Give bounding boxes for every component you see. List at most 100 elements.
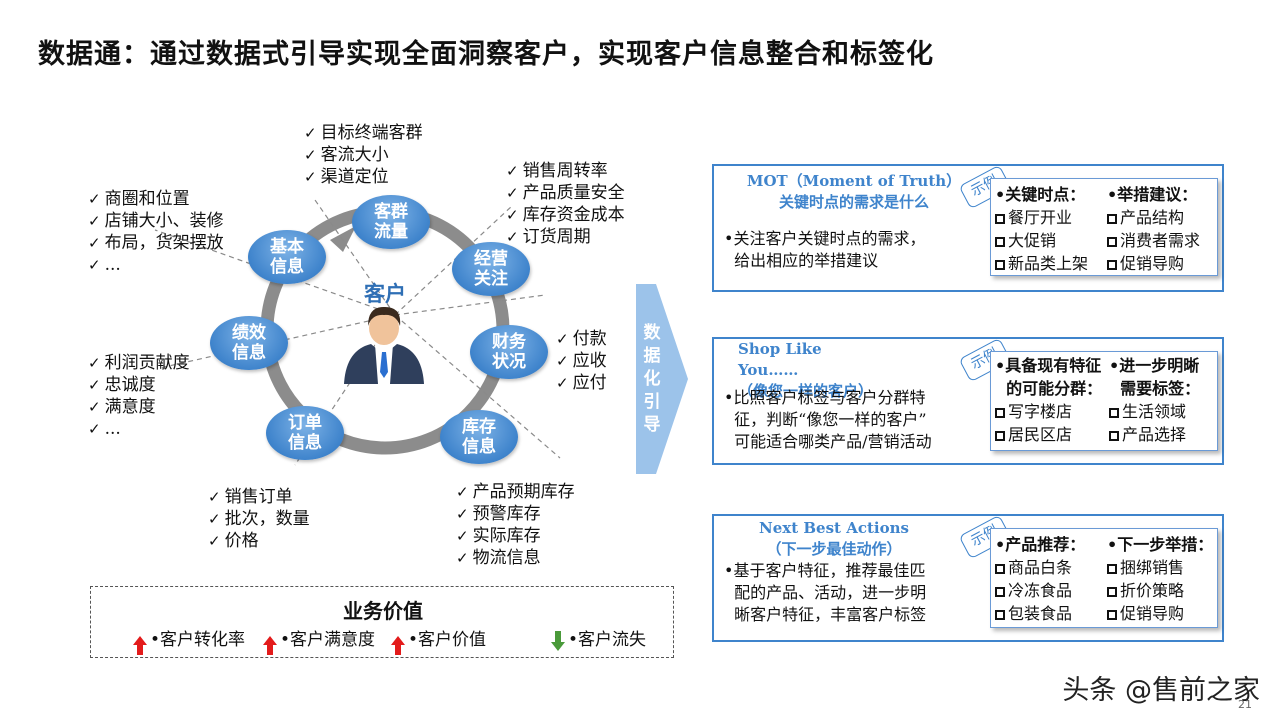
list-item: ...	[88, 254, 224, 276]
list-item: 库存资金成本	[506, 204, 625, 226]
note-item: 生活领域	[1109, 400, 1200, 423]
checkbox-icon	[1107, 260, 1117, 270]
checkbox-icon	[995, 214, 1005, 224]
list-item: 渠道定位	[304, 166, 423, 188]
spoke-line	[394, 294, 546, 316]
guide-arrow	[636, 284, 688, 474]
list-item: 实际库存	[456, 525, 575, 547]
arrow-down-icon	[551, 630, 565, 651]
checkbox-icon	[995, 610, 1005, 620]
list-item: 销售周转率	[506, 160, 625, 182]
list-item: 应收	[556, 350, 607, 372]
node-operation-focus: 经营关注	[452, 242, 530, 296]
note-heading: •产品推荐：	[995, 535, 1086, 554]
node-basic-info: 基本信息	[248, 230, 326, 284]
card-next-best-actions: Next Best Actions （下一步最佳动作） 示例 •基于客户特征，推…	[712, 514, 1224, 642]
note-item: 捆绑销售	[1107, 556, 1213, 579]
page-title: 数据通：通过数据式引导实现全面洞察客户，实现客户信息整合和标签化	[38, 39, 934, 70]
card-description: •关注客户关键时点的需求， 给出相应的举措建议	[724, 229, 926, 270]
list-item: 价格	[208, 530, 310, 552]
card-description: •基于客户特征，推荐最佳匹 配的产品、活动，进一步明 晰客户特征，丰富客户标签	[724, 561, 927, 624]
checkbox-icon	[995, 564, 1005, 574]
list-item: 商圈和位置	[88, 188, 224, 210]
note-heading: •关键时点：	[995, 185, 1086, 204]
list-item: 满意度	[88, 396, 190, 418]
checkbox-icon	[1107, 610, 1117, 620]
ring-arrow-icon	[330, 226, 356, 252]
note-heading: •下一步举措：	[1107, 535, 1214, 554]
list-item: 物流信息	[456, 547, 575, 569]
checkbox-icon	[995, 408, 1005, 418]
note-item: 新品类上架	[995, 252, 1088, 275]
card-title: Next Best Actions （下一步最佳动作）	[759, 519, 909, 558]
list-item: 产品质量安全	[506, 182, 625, 204]
value-item-conversion: •客户转化率	[133, 625, 245, 655]
note-item: 冷冻食品	[995, 579, 1085, 602]
note-heading: •举措建议：	[1107, 185, 1198, 204]
list-item: 应付	[556, 372, 607, 394]
watermark: 头条 @售前之家	[1062, 675, 1260, 706]
checkbox-icon	[1107, 587, 1117, 597]
note-item: 大促销	[995, 229, 1088, 252]
list-performance-info: 利润贡献度 忠诚度 满意度 ...	[88, 352, 190, 440]
note-item: 居民区店	[995, 423, 1102, 446]
checkbox-icon	[995, 237, 1005, 247]
note-heading: •具备现有特征 的可能分群：	[995, 356, 1103, 398]
list-item: 付款	[556, 328, 607, 350]
note-item: 促销导购	[1107, 252, 1200, 275]
checkbox-icon	[1109, 408, 1119, 418]
list-operation-focus: 销售周转率 产品质量安全 库存资金成本 订货周期	[506, 160, 625, 248]
note-item: 包装食品	[995, 602, 1085, 625]
list-item: 目标终端客群	[304, 122, 423, 144]
checkbox-icon	[995, 587, 1005, 597]
list-item: 布局，货架摆放	[88, 232, 224, 254]
note-item: 写字楼店	[995, 400, 1102, 423]
note-panel: •产品推荐： 商品白条 冷冻食品 包装食品 •下一步举措： 捆绑销售 折价策略 …	[990, 528, 1218, 628]
card-title: MOT（Moment of Truth） 关键时点的需求是什么	[746, 172, 962, 211]
card-shop-like-you: Shop Like You…… （像您一样的客户） 示例 •比照客户标签与客户分…	[712, 337, 1224, 465]
list-inventory-info: 产品预期库存 预警库存 实际库存 物流信息	[456, 481, 575, 569]
list-order-info: 销售订单 批次，数量 价格	[208, 486, 310, 552]
node-inventory-info: 库存信息	[440, 410, 518, 464]
checkbox-icon	[1107, 564, 1117, 574]
arrow-up-icon	[263, 636, 277, 655]
note-panel: •具备现有特征 的可能分群： 写字楼店 居民区店 •进一步明晰 需要标签： 生活…	[990, 351, 1218, 451]
note-item: 产品结构	[1107, 206, 1200, 229]
page-number: 21	[1238, 698, 1252, 711]
list-item: 店铺大小、装修	[88, 210, 224, 232]
checkbox-icon	[1107, 237, 1117, 247]
note-item: 消费者需求	[1107, 229, 1200, 252]
arrow-up-icon	[133, 636, 147, 655]
list-item: 客流大小	[304, 144, 423, 166]
value-item-churn: •客户流失	[551, 625, 646, 651]
list-item: 产品预期库存	[456, 481, 575, 503]
business-value-title: 业务价值	[343, 599, 423, 623]
checkbox-icon	[1109, 431, 1119, 441]
business-value-box: 业务价值 •客户转化率 •客户满意度 •客户价值 •客户流失	[90, 586, 674, 658]
node-customer-flow: 客群流量	[352, 195, 430, 249]
list-item: 预警库存	[456, 503, 575, 525]
note-heading: •进一步明晰 需要标签：	[1109, 356, 1201, 398]
note-panel: •关键时点： 餐厅开业 大促销 新品类上架 •举措建议： 产品结构 消费者需求 …	[990, 178, 1218, 276]
customer-person-icon	[344, 306, 424, 384]
note-item: 餐厅开业	[995, 206, 1088, 229]
checkbox-icon	[995, 260, 1005, 270]
list-item: 利润贡献度	[88, 352, 190, 374]
checkbox-icon	[995, 431, 1005, 441]
list-item: 销售订单	[208, 486, 310, 508]
list-financial-status: 付款 应收 应付	[556, 328, 607, 394]
node-financial-status: 财务状况	[470, 325, 548, 379]
customer-label: 客户	[364, 281, 406, 306]
card-description: •比照客户标签与客户分群特 征，判断“像您一样的客户” 可能适合哪类产品/营销活…	[724, 388, 932, 451]
checkbox-icon	[1107, 214, 1117, 224]
list-basic-info: 商圈和位置 店铺大小、装修 布局，货架摆放 ...	[88, 188, 224, 276]
guide-label: 数据化引导	[643, 323, 661, 435]
list-item: 忠诚度	[88, 374, 190, 396]
node-order-info: 订单信息	[266, 406, 344, 460]
list-item: 批次，数量	[208, 508, 310, 530]
card-title: Shop Like You…… （像您一样的客户）	[738, 340, 874, 400]
arrow-up-icon	[391, 636, 405, 655]
note-item: 折价策略	[1107, 579, 1213, 602]
list-item: 订货周期	[506, 226, 625, 248]
note-item: 促销导购	[1107, 602, 1213, 625]
